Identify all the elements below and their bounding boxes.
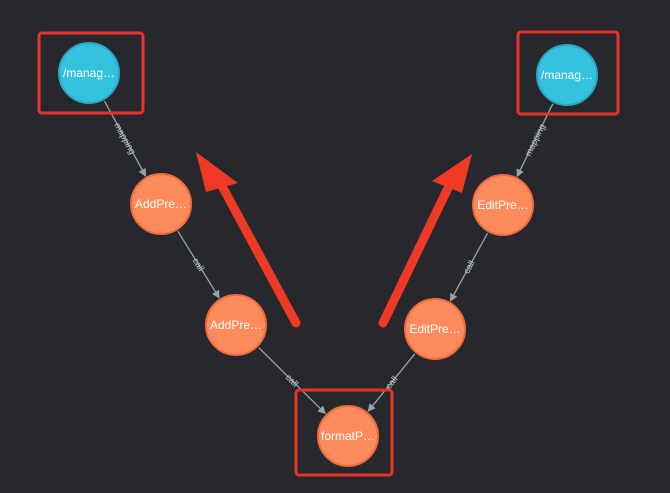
highlight-box-n2 <box>516 30 620 116</box>
node-label: EditPre… <box>477 198 528 212</box>
node-label: /manag… <box>541 68 593 82</box>
method-node-n3[interactable]: AddPre… <box>130 173 192 235</box>
node-circle[interactable] <box>205 294 267 356</box>
node-circle[interactable] <box>536 44 598 106</box>
method-node-n4[interactable]: AddPre… <box>205 294 267 356</box>
edge-n3-n4: call <box>177 230 220 299</box>
node-circle[interactable] <box>317 405 379 467</box>
method-node-n6[interactable]: EditPre… <box>404 298 466 360</box>
edge-label: call <box>461 259 476 276</box>
edges-layer: mapping call call mapping call call <box>103 100 554 415</box>
node-label: AddPre… <box>210 318 262 332</box>
endpoint-node-n1[interactable]: /manag… <box>58 42 120 104</box>
node-label: EditPre… <box>409 322 460 336</box>
node-label: formatP… <box>321 429 375 443</box>
edge-label: mapping <box>523 122 547 157</box>
endpoint-node-n2[interactable]: /manag… <box>536 44 598 106</box>
edge-label: call <box>383 374 399 391</box>
node-circle[interactable] <box>404 298 466 360</box>
edge-label: call <box>191 256 207 273</box>
highlight-box-n1 <box>37 31 145 115</box>
node-label: AddPre… <box>135 197 187 211</box>
node-label: /manag… <box>63 66 115 80</box>
highlight-boxes-layer <box>37 30 620 477</box>
highlight-box-n7 <box>294 388 394 477</box>
method-node-n5[interactable]: EditPre… <box>472 174 534 236</box>
nodes-layer: /manag… /manag… AddPre… AddPre… EditPre… Edit… <box>58 42 598 467</box>
method-node-n7[interactable]: formatP… <box>317 405 379 467</box>
node-circle[interactable] <box>472 174 534 236</box>
node-circle[interactable] <box>58 42 120 104</box>
edge-n5-n6: call <box>449 232 489 302</box>
node-circle[interactable] <box>130 173 192 235</box>
annotation-arrow-left <box>196 152 301 328</box>
annotation-layer <box>196 152 472 328</box>
edge-n4-n7: call <box>258 347 326 415</box>
edge-label: mapping <box>112 121 137 156</box>
annotation-arrow-right <box>378 154 472 328</box>
